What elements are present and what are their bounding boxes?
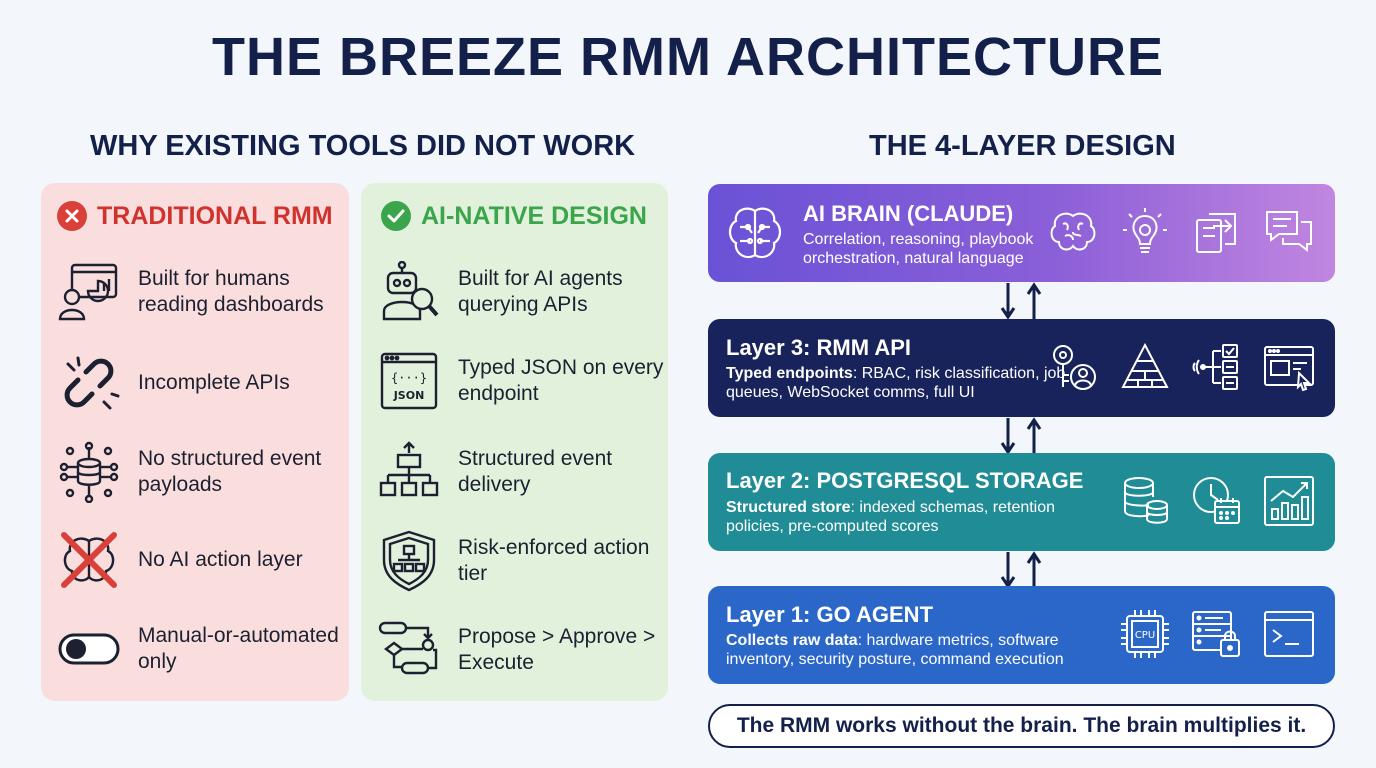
list-item: Manual-or-automated only [57, 614, 347, 684]
bidirectional-arrows [995, 550, 1045, 590]
flowchart-icon [377, 618, 441, 682]
api-signal-icon [1191, 341, 1243, 393]
dashboard-user-icon [57, 260, 121, 324]
layer-icons [1119, 475, 1315, 527]
toggle-switch-icon [57, 617, 121, 681]
database-icon [1119, 475, 1171, 527]
item-text: Structured event delivery [458, 447, 613, 496]
crossed-brain-icon [57, 528, 121, 592]
event-tree-icon [377, 440, 441, 504]
svg-text:{···}: {···} [391, 371, 427, 385]
layer-title: Layer 1: GO AGENT [726, 602, 934, 627]
terminal-icon [1263, 608, 1315, 660]
ai-native-label: AI-NATIVE DESIGN [421, 201, 647, 230]
clock-calendar-icon [1191, 475, 1243, 527]
layer-desc: Collects raw data: hardware metrics, sof… [726, 632, 1064, 668]
pyramid-icon [1119, 341, 1171, 393]
layer-ai-brain: AI BRAIN (CLAUDE) Correlation, reasoning… [708, 184, 1335, 282]
list-item: Structured event delivery [377, 437, 667, 507]
list-item: Built for AI agents querying APIs [377, 257, 667, 327]
bidirectional-arrows [995, 281, 1045, 321]
x-circle-icon [57, 201, 87, 231]
tagline: The RMM works without the brain. The bra… [736, 714, 1307, 737]
ai-native-header: AI-NATIVE DESIGN [381, 201, 647, 231]
layer-icons [1047, 341, 1315, 393]
list-item: Incomplete APIs [57, 348, 347, 418]
traditional-rmm-header: TRADITIONAL RMM [57, 201, 333, 231]
browser-cursor-icon [1263, 341, 1315, 393]
server-lock-icon [1191, 608, 1243, 660]
list-item: {···} JSON Typed JSON on every endpoint [377, 346, 667, 416]
layer-icons [1047, 206, 1315, 258]
list-item: Propose > Approve > Execute [377, 615, 667, 685]
item-text: Risk-enforced action tier [458, 536, 650, 585]
traditional-rmm-panel: TRADITIONAL RMM Built for humans reading… [41, 183, 349, 701]
playbook-icon [1191, 206, 1243, 258]
item-text: No AI action layer [138, 548, 303, 571]
layer-title: Layer 2: POSTGRESQL STORAGE [726, 468, 1084, 493]
item-text: Typed JSON on every endpoint [458, 356, 664, 405]
left-section-heading: WHY EXISTING TOOLS DID NOT WORK [90, 130, 636, 162]
database-network-icon [57, 440, 121, 504]
traditional-rmm-label: TRADITIONAL RMM [97, 201, 333, 230]
bar-chart-icon [1263, 475, 1315, 527]
layer-desc: Typed endpoints: RBAC, risk classificati… [726, 365, 1066, 401]
layer-go-agent: Layer 1: GO AGENT Collects raw data: har… [708, 586, 1335, 684]
layer-rmm-api: Layer 3: RMM API Typed endpoints: RBAC, … [708, 319, 1335, 417]
list-item: No AI action layer [57, 525, 347, 595]
check-circle-icon [381, 201, 411, 231]
item-text: Incomplete APIs [138, 371, 290, 394]
lightbulb-icon [1119, 206, 1171, 258]
layer-desc: Structured store: indexed schemas, reten… [726, 499, 1056, 535]
key-user-icon [1047, 341, 1099, 393]
robot-icon [377, 260, 441, 324]
svg-text:CPU: CPU [1135, 630, 1155, 641]
tagline-box: The RMM works without the brain. The bra… [708, 704, 1335, 748]
brain-outline-icon [724, 203, 786, 270]
ai-native-panel: AI-NATIVE DESIGN Built for AI agents que… [361, 183, 668, 701]
chat-icon [1263, 206, 1315, 258]
right-section-heading: THE 4-LAYER DESIGN [869, 130, 1176, 162]
item-text: Propose > Approve > Execute [458, 625, 656, 674]
layer-postgresql-storage: Layer 2: POSTGRESQL STORAGE Structured s… [708, 453, 1335, 551]
layer-desc: Correlation, reasoning, playbook orchest… [803, 231, 1034, 267]
list-item: No structured event payloads [57, 437, 347, 507]
list-item: Built for humans reading dashboards [57, 257, 347, 327]
layer-title: Layer 3: RMM API [726, 335, 912, 360]
layer-title: AI BRAIN (CLAUDE) [803, 201, 1014, 226]
broken-link-icon [57, 351, 121, 415]
svg-text:JSON: JSON [393, 389, 425, 402]
shield-network-icon [377, 529, 441, 593]
item-text: Manual-or-automated only [138, 624, 339, 673]
page-title: THE BREEZE RMM ARCHITECTURE [212, 27, 1164, 87]
layer-icons: CPU [1119, 608, 1315, 660]
item-text: Built for AI agents querying APIs [458, 267, 623, 316]
bidirectional-arrows [995, 416, 1045, 456]
list-item: Risk-enforced action tier [377, 526, 667, 596]
item-text: Built for humans reading dashboards [138, 267, 324, 316]
brain-icon [1047, 206, 1099, 258]
item-text: No structured event payloads [138, 447, 322, 496]
json-window-icon: {···} JSON [377, 349, 441, 413]
cpu-icon: CPU [1119, 608, 1171, 660]
